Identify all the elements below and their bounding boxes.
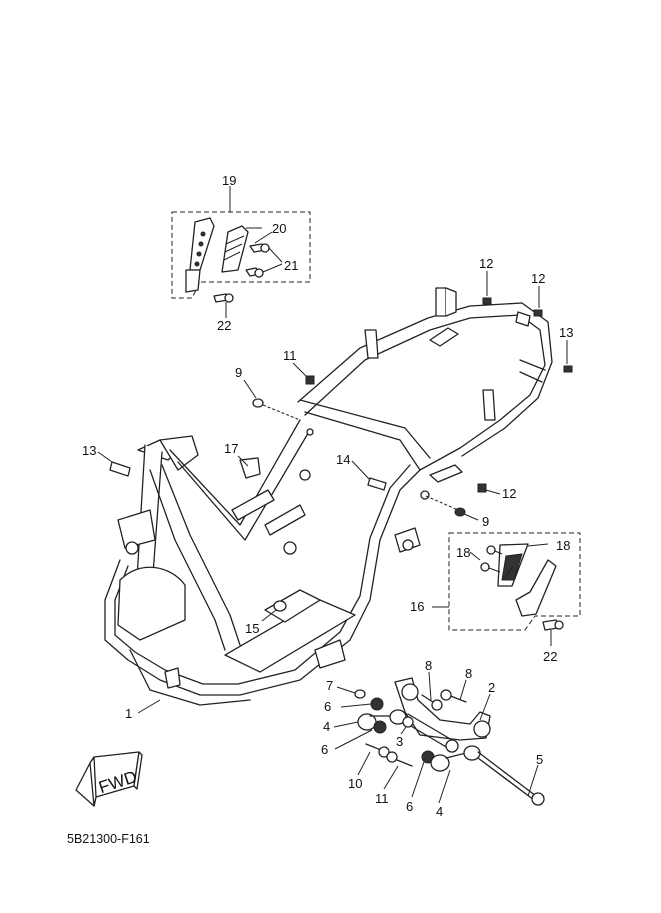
callout-16: 16 xyxy=(410,599,424,614)
callout-10-b: 11 xyxy=(375,791,389,806)
callout-14: 15 xyxy=(245,621,259,636)
callout-1: 1 xyxy=(125,706,132,721)
callout-5: 5 xyxy=(536,752,543,767)
callout-4-b: 4 xyxy=(436,804,443,819)
callout-19: 19 xyxy=(222,173,236,188)
callout-13-b: 14 xyxy=(336,452,350,467)
callout-3: 3 xyxy=(396,734,403,749)
callout-8-a: 8 xyxy=(425,658,432,673)
callout-9-a: 9 xyxy=(235,365,242,380)
callout-12-c: 13 xyxy=(559,325,573,340)
callout-22-right: 22 xyxy=(543,649,557,664)
callout-20: 20 xyxy=(272,221,286,236)
callout-4-a: 4 xyxy=(323,719,330,734)
callout-7: 7 xyxy=(326,678,333,693)
callout-21: 21 xyxy=(284,258,298,273)
group-19-footrest-left xyxy=(171,186,311,318)
callout-12-b: 12 xyxy=(531,271,545,286)
group-16-footrest-right xyxy=(432,532,581,646)
callout-12-a: 12 xyxy=(479,256,493,271)
callout-17: 18 xyxy=(556,538,570,553)
frame-drawing xyxy=(104,287,553,706)
callout-13-a: 13 xyxy=(82,443,96,458)
leader-lines xyxy=(97,231,568,804)
diagram-code: 5B21300-F161 xyxy=(67,832,150,846)
forward-arrow-icon: FWD xyxy=(75,751,143,807)
callout-labels: 19 20 21 22 12 12 13 11 9 13 17 14 12 9 … xyxy=(82,173,573,819)
callout-11-b: 12 xyxy=(502,486,516,501)
engine-mount-parts xyxy=(109,297,573,806)
callout-9-b: 9 xyxy=(482,514,489,529)
callout-22-left: 22 xyxy=(217,318,231,333)
callout-10-a: 10 xyxy=(348,776,362,791)
callout-8-b: 8 xyxy=(465,666,472,681)
callout-11-a: 11 xyxy=(283,348,297,363)
callout-2: 2 xyxy=(488,680,495,695)
callout-6-c: 6 xyxy=(406,799,413,814)
callout-15: 17 xyxy=(224,441,238,456)
callout-6-b: 6 xyxy=(321,742,328,757)
callout-18: 18 xyxy=(456,545,470,560)
callout-6-a: 6 xyxy=(324,699,331,714)
